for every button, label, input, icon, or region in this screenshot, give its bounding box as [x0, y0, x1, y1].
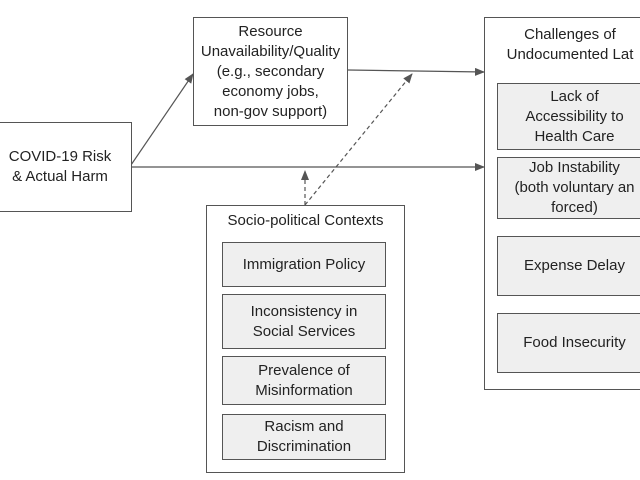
dashed-arrow-context-to-resource-arrow [304, 73, 413, 206]
arrow-covid-to-resource [130, 73, 194, 166]
challenge-item-food-insecurity: Food Insecurity [497, 313, 640, 373]
arrow-resource-to-challenges [347, 67, 485, 76]
sociopolitical-contexts-title: Socio-political Contexts [227, 212, 384, 229]
context-item-racism: Racism and Discrimination [222, 414, 386, 460]
context-item-social-services: Inconsistency in Social Services [222, 294, 386, 349]
challenges-title: Challenges of Undocumented Lat [506, 26, 634, 63]
covid-risk-box: COVID-19 Risk & Actual Harm [0, 122, 132, 212]
covid-risk-label: COVID-19 Risk & Actual Harm [8, 148, 112, 185]
challenge-item-job-instability: Job Instability (both voluntary an force… [497, 157, 640, 219]
challenge-item-expense-delay: Expense Delay [497, 236, 640, 296]
challenge-item-health-care: Lack of Accessibility to Health Care [497, 83, 640, 150]
context-item-misinformation: Prevalence of Misinformation [222, 356, 386, 405]
context-item-immigration-policy: Immigration Policy [222, 242, 386, 287]
resource-unavailability-box: Resource Unavailability/Quality (e.g., s… [193, 17, 348, 126]
resource-unavailability-label: Resource Unavailability/Quality (e.g., s… [200, 22, 341, 120]
